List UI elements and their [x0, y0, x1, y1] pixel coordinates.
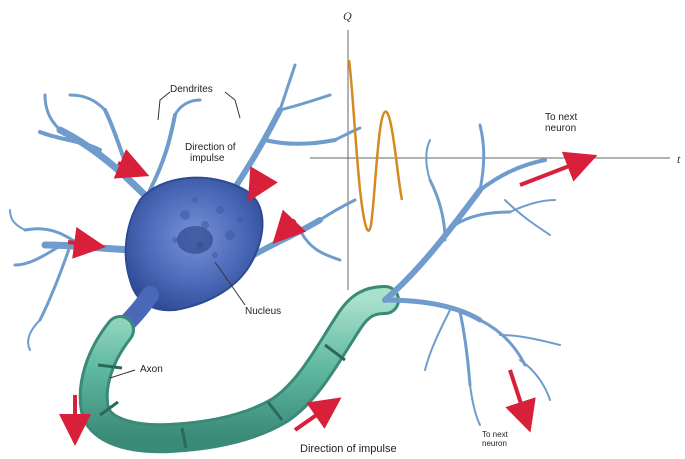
label-direction-impulse-top-1: Direction of: [185, 142, 236, 153]
label-to-next-neuron-top-1: To next: [545, 112, 577, 123]
label-axon: Axon: [140, 364, 163, 375]
label-to-next-neuron-bottom-2: neuron: [482, 439, 507, 448]
label-to-next-neuron-bottom-1: To next: [482, 430, 509, 439]
axon-terminals: [385, 125, 560, 425]
impulse-arrow-6: [510, 370, 528, 425]
impulse-arrow-3: [252, 178, 262, 195]
waveform-axes: Q t: [310, 9, 681, 290]
label-nucleus: Nucleus: [245, 306, 281, 317]
label-to-next-neuron-top-2: neuron: [545, 123, 576, 134]
y-axis-label: Q: [343, 9, 352, 23]
label-direction-impulse-bottom: Direction of impulse: [300, 443, 397, 455]
waveform-curve: [349, 60, 402, 231]
label-dendrites: Dendrites: [170, 84, 213, 95]
x-axis-label: t: [677, 152, 681, 166]
label-direction-impulse-top-2: impulse: [190, 153, 225, 164]
nucleus-shape: [177, 226, 213, 254]
